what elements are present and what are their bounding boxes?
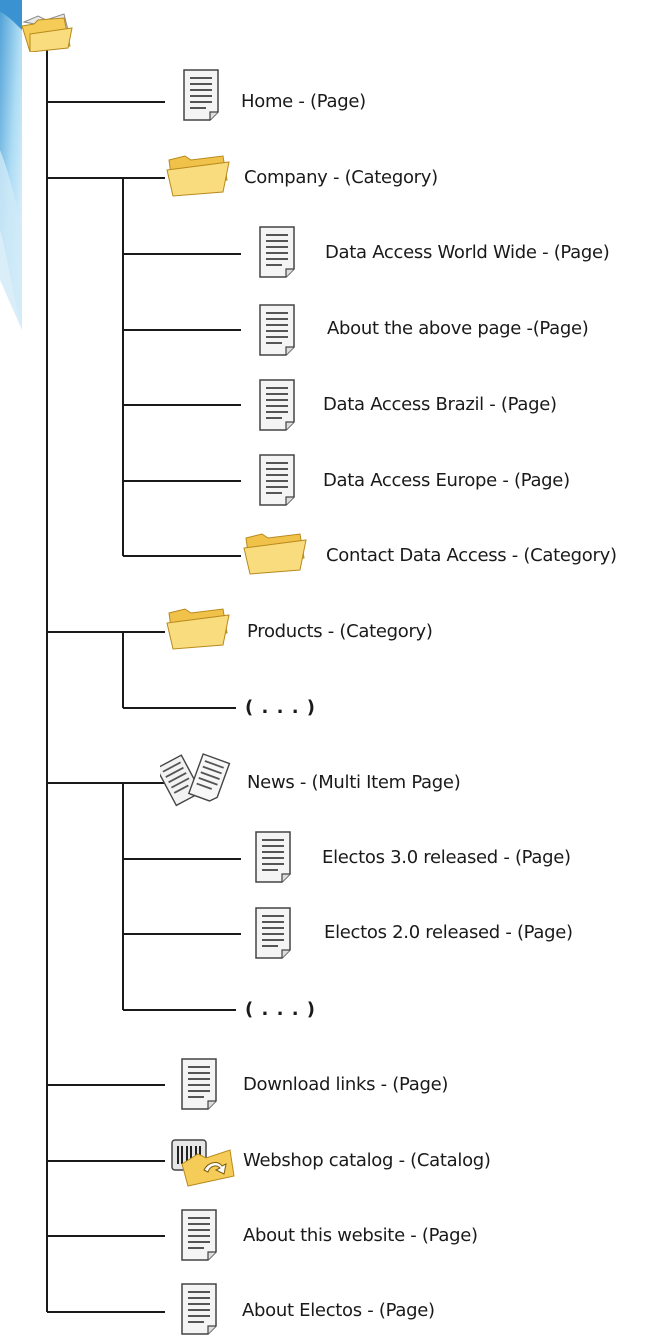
page-icon[interactable] — [256, 452, 300, 508]
about-electos-label[interactable]: About Electos - (Page) — [242, 1300, 435, 1321]
news-label[interactable]: News - (Multi Item Page) — [247, 772, 461, 793]
page-icon[interactable] — [256, 377, 300, 433]
data-access-brazil-label[interactable]: Data Access Brazil - (Page) — [323, 394, 557, 415]
catalog-icon[interactable] — [168, 1136, 238, 1190]
electos-3-label[interactable]: Electos 3.0 released - (Page) — [322, 847, 571, 868]
open-folder-icon[interactable] — [20, 8, 76, 52]
download-links-label[interactable]: Download links - (Page) — [243, 1074, 449, 1095]
page-icon[interactable] — [178, 1207, 222, 1263]
page-icon[interactable] — [252, 905, 296, 961]
about-above-page-label[interactable]: About the above page -(Page) — [327, 318, 589, 339]
data-access-europe-label[interactable]: Data Access Europe - (Page) — [323, 470, 570, 491]
page-icon[interactable] — [180, 68, 224, 122]
home-label[interactable]: Home - (Page) — [241, 91, 366, 112]
company-label[interactable]: Company - (Category) — [244, 167, 438, 188]
page-icon[interactable] — [252, 829, 296, 885]
data-access-world-wide-label[interactable]: Data Access World Wide - (Page) — [325, 242, 610, 263]
about-website-label[interactable]: About this website - (Page) — [243, 1225, 478, 1246]
products-more-ellipsis: ( . . . ) — [245, 697, 317, 718]
page-icon[interactable] — [256, 224, 300, 280]
electos-2-label[interactable]: Electos 2.0 released - (Page) — [324, 922, 573, 943]
webshop-catalog-label[interactable]: Webshop catalog - (Catalog) — [243, 1150, 491, 1171]
contact-data-access-label[interactable]: Contact Data Access - (Category) — [326, 545, 617, 566]
page-icon[interactable] — [178, 1056, 222, 1112]
folder-icon[interactable] — [163, 603, 233, 651]
folder-icon[interactable] — [240, 528, 310, 576]
page-icon[interactable] — [178, 1282, 222, 1336]
page-icon[interactable] — [256, 302, 300, 358]
products-label[interactable]: Products - (Category) — [247, 621, 433, 642]
multi-page-icon[interactable] — [160, 750, 234, 812]
folder-icon[interactable] — [163, 150, 233, 198]
news-more-ellipsis: ( . . . ) — [245, 999, 317, 1020]
